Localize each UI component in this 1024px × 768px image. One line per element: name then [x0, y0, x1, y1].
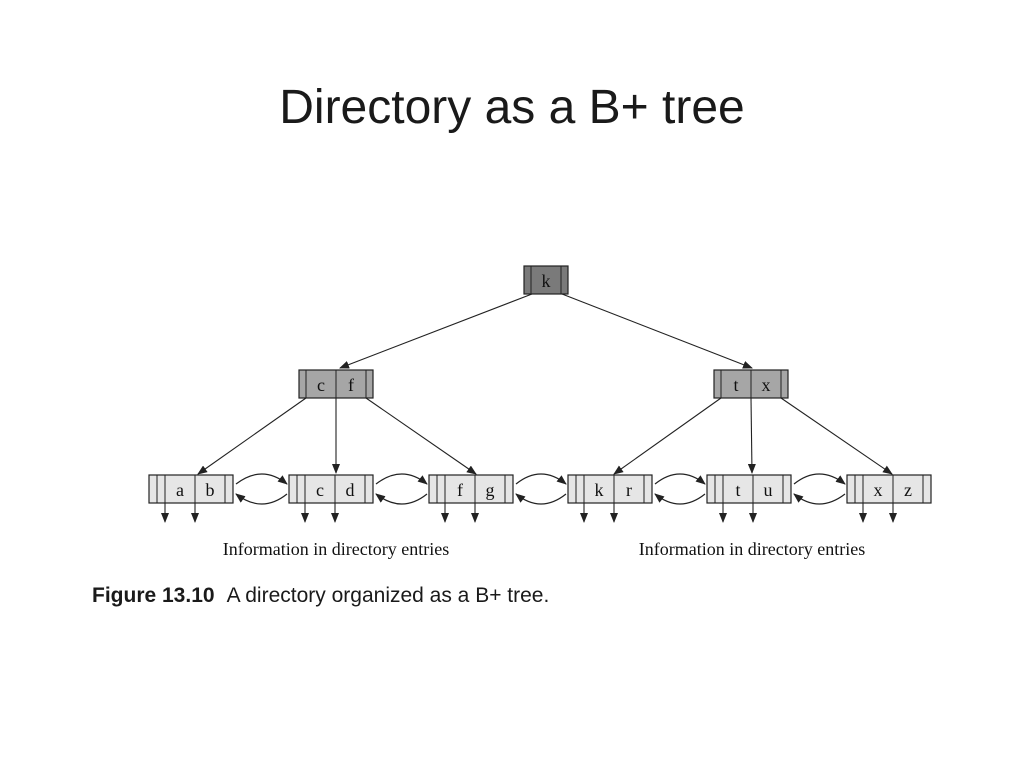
edge-cf-to-leaf3 — [365, 397, 477, 475]
leaf-5-key-1: t — [735, 480, 740, 500]
leaf-6-key-2: z — [904, 480, 912, 500]
internal-node-left: c f — [298, 369, 374, 399]
leaf-node-5: t u — [706, 474, 792, 504]
sibling-link-4-5-forward — [654, 473, 706, 485]
edge-tx-to-leaf6 — [780, 397, 893, 475]
internal-right-key-2: x — [762, 375, 771, 395]
edge-root-to-right — [561, 293, 753, 369]
leaf-1-key-2: b — [206, 480, 215, 500]
sibling-link-3-4-forward — [515, 473, 567, 485]
internal-left-key-2: f — [348, 375, 354, 395]
sibling-link-1-2-forward — [235, 473, 288, 485]
edge-tx-to-leaf4 — [613, 397, 722, 475]
sibling-link-2-3-back — [375, 493, 428, 505]
leaf-4-key-2: r — [626, 480, 632, 500]
leaf-3-key-2: g — [486, 480, 495, 500]
internal-node-right: t x — [713, 369, 789, 399]
leaf-node-6: x z — [846, 474, 932, 504]
leaf-3-key-1: f — [457, 480, 463, 500]
sibling-link-4-5-back — [654, 493, 706, 505]
leaf-4-key-1: k — [595, 480, 604, 500]
sibling-link-3-4-back — [515, 493, 567, 505]
root-key: k — [542, 271, 551, 291]
leaf-node-2: c d — [288, 474, 374, 504]
entry-pointers — [161, 503, 897, 523]
leaf-6-key-1: x — [874, 480, 883, 500]
internal-left-key-1: c — [317, 375, 325, 395]
sibling-link-2-3-forward — [375, 473, 428, 485]
info-label-left: Information in directory entries — [223, 539, 449, 559]
leaf-2-key-2: d — [346, 480, 355, 500]
leaf-node-1: a b — [148, 474, 234, 504]
leaf-1-key-1: a — [176, 480, 184, 500]
figure-label: Figure 13.10 — [92, 584, 215, 607]
figure-caption: Figure 13.10 A directory organized as a B… — [92, 584, 549, 608]
leaf-node-4: k r — [567, 474, 653, 504]
slide-title: Directory as a B+ tree — [279, 81, 745, 134]
leaf-2-key-1: c — [316, 480, 324, 500]
edge-cf-to-leaf1 — [197, 397, 307, 475]
edge-root-to-left — [339, 293, 533, 369]
root-node: k — [523, 265, 569, 295]
leaf-node-3: f g — [428, 474, 514, 504]
leaf-5-key-2: u — [764, 480, 773, 500]
sibling-links — [235, 473, 846, 505]
edge-tx-to-leaf5 — [747, 397, 756, 474]
sibling-link-5-6-back — [793, 493, 846, 505]
sibling-link-5-6-forward — [793, 473, 846, 485]
info-label-right: Information in directory entries — [639, 539, 865, 559]
figure-text: A directory organized as a B+ tree. — [226, 584, 550, 607]
sibling-link-1-2-back — [235, 493, 288, 505]
internal-right-key-1: t — [733, 375, 738, 395]
